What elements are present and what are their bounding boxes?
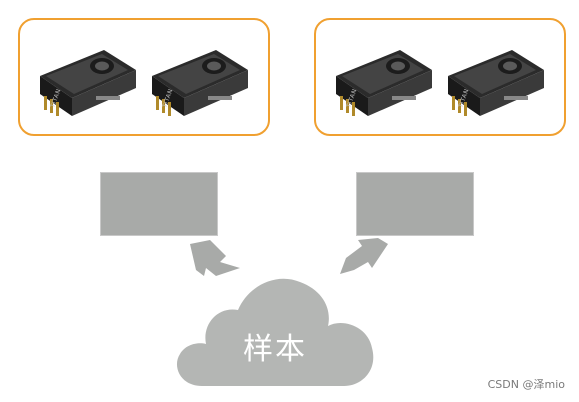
gpu-card-icon: TITAN (32, 42, 138, 122)
gpu-group-left: TITAN TITAN (18, 18, 270, 136)
gpu-group-right: TITAN TITAN (314, 18, 566, 136)
worker-box-left (100, 172, 218, 236)
gpu-card-icon: TITAN (144, 42, 250, 122)
sample-cloud: 样本 (172, 262, 378, 386)
worker-box-right (356, 172, 474, 236)
cloud-icon (176, 278, 374, 386)
gpu-card-icon: TITAN (440, 42, 546, 122)
watermark: CSDN @泽mio (487, 378, 565, 391)
gpu-card-icon: TITAN (328, 42, 434, 122)
cloud-label: 样本 (243, 332, 307, 367)
